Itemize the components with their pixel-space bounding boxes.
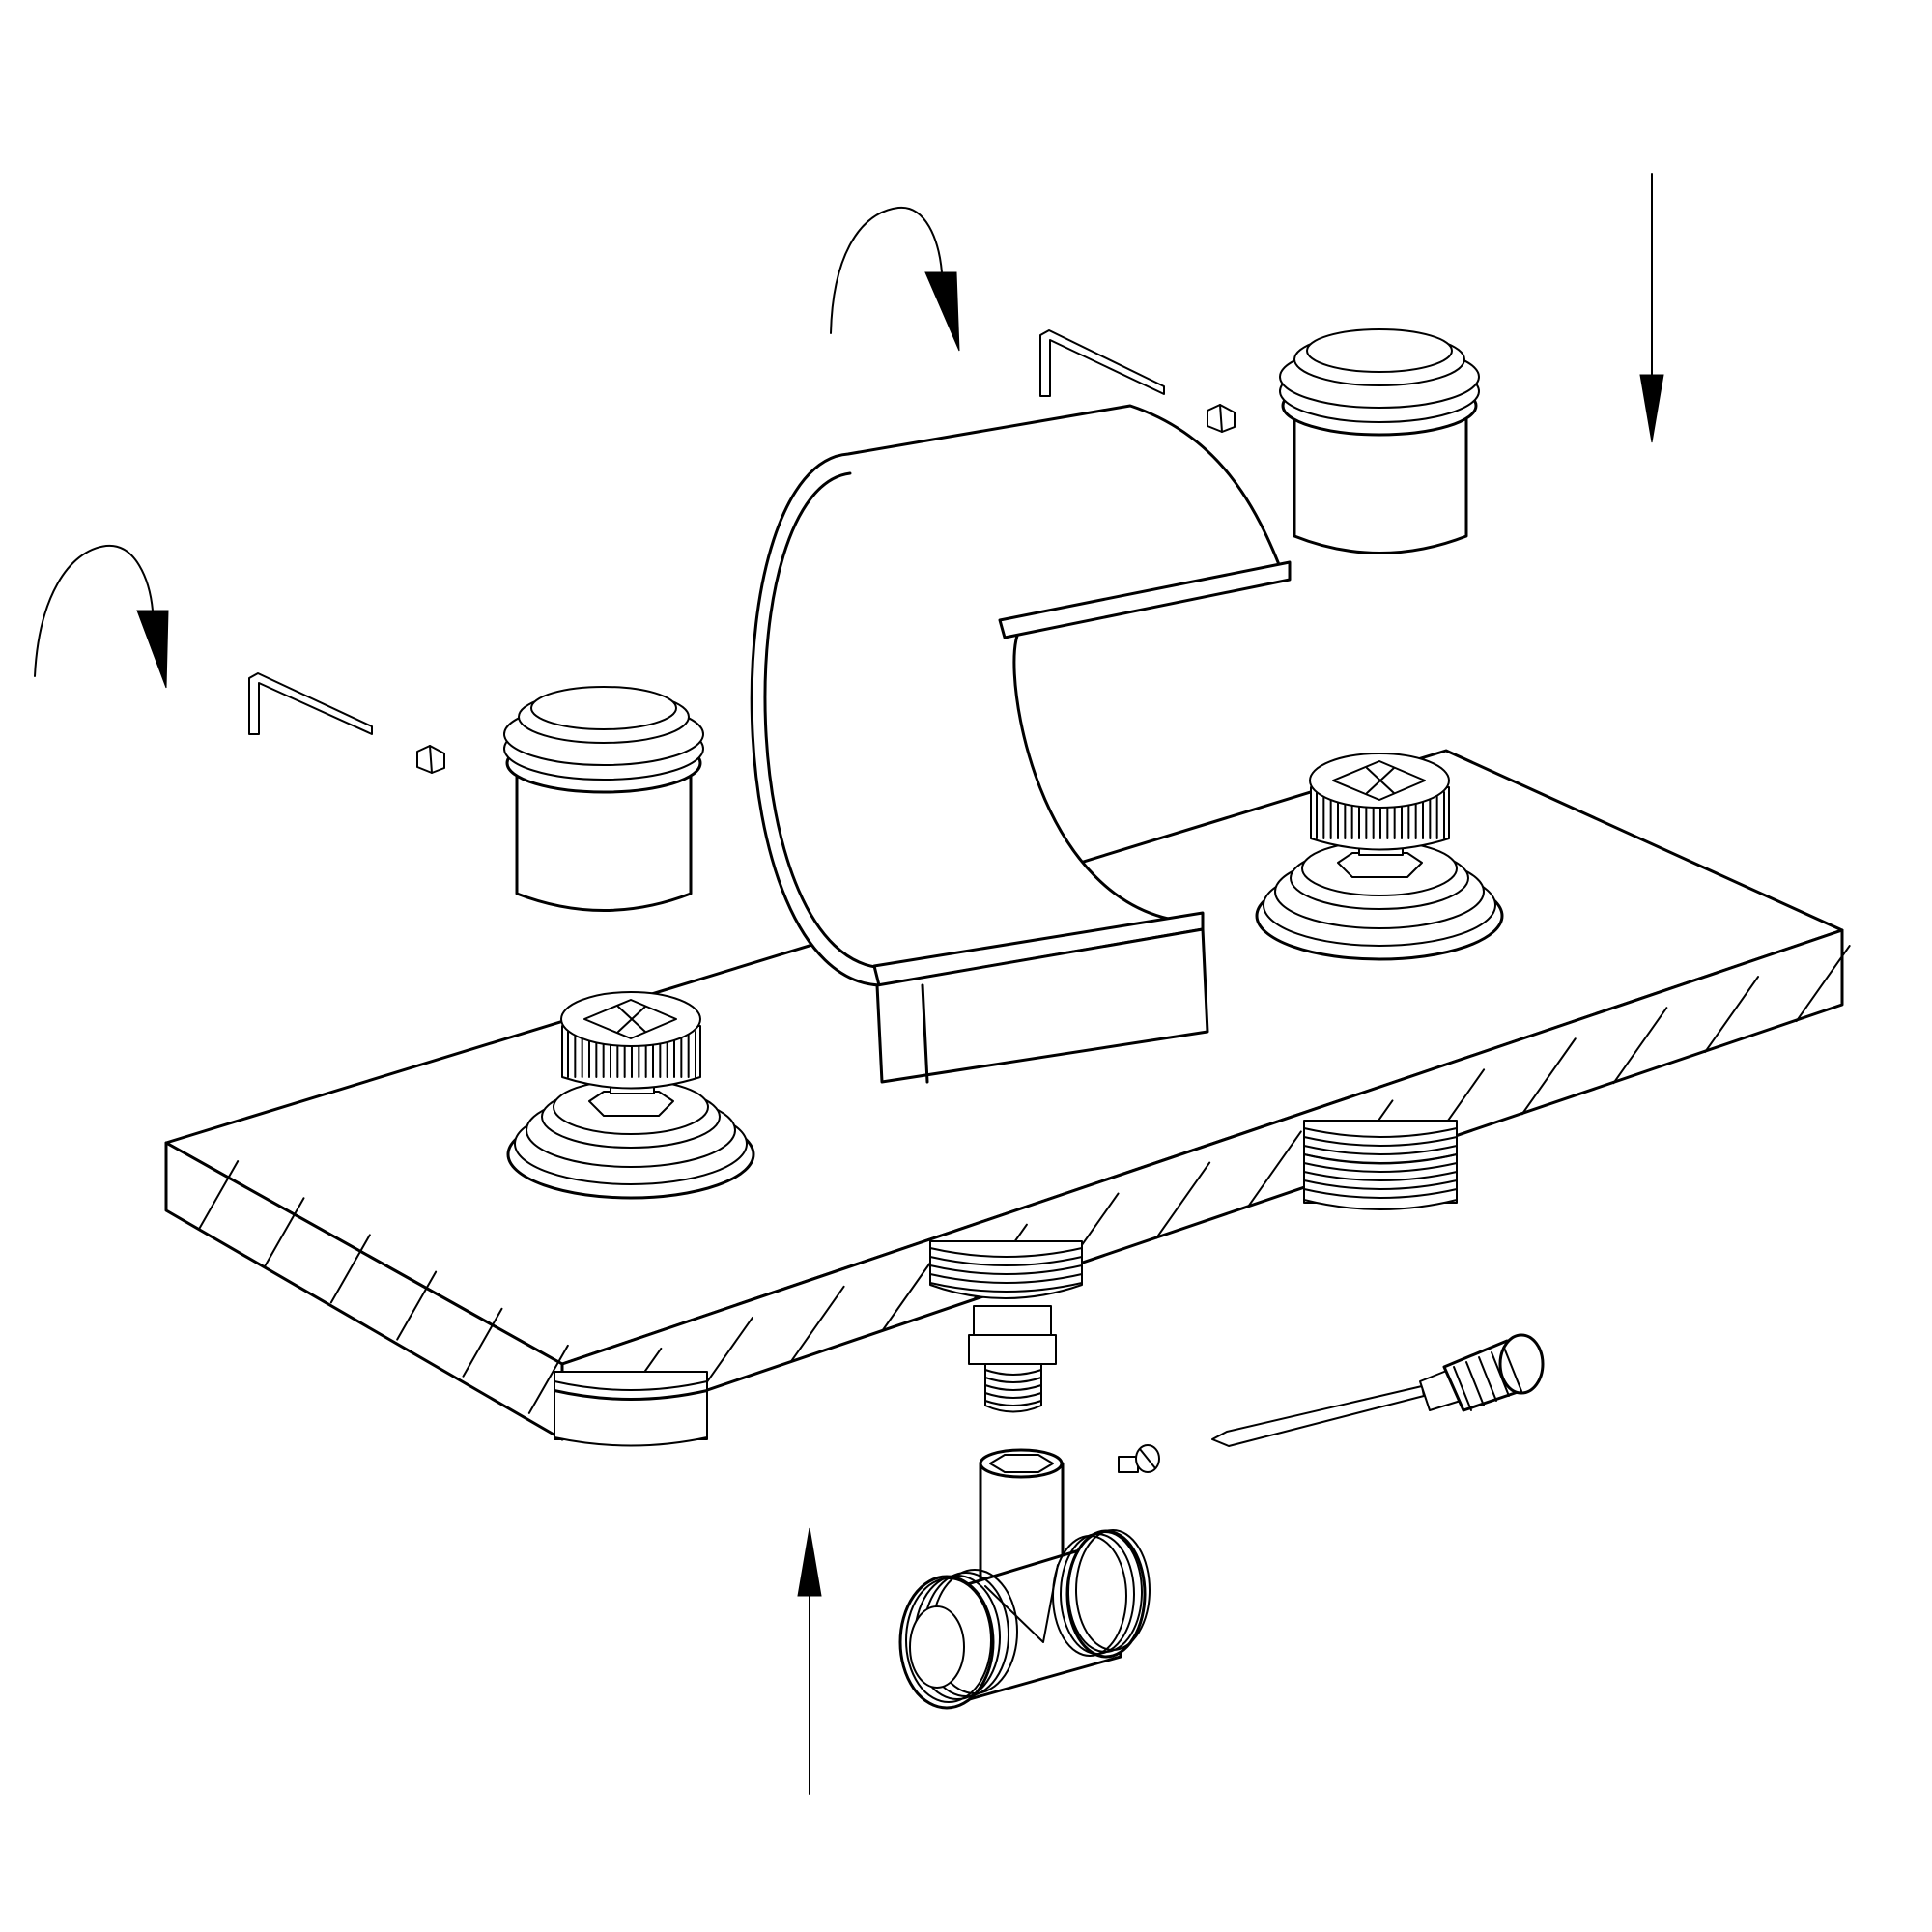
left-allen-key — [248, 672, 373, 735]
waterfall-spout — [750, 404, 1292, 1084]
right-allen-key — [1039, 329, 1165, 397]
left-valve-cartridge — [506, 991, 755, 1200]
up-arrow — [797, 1527, 822, 1795]
rotate-arrow-center — [830, 206, 960, 352]
tee-fitting — [898, 1448, 1151, 1710]
right-valve-cartridge — [1255, 753, 1504, 961]
right-handle-cap — [1279, 328, 1480, 554]
spout-threaded-shank — [929, 1240, 1083, 1413]
right-threaded-shank — [1303, 1120, 1458, 1210]
rotate-arrow-left — [34, 544, 169, 689]
fitting-screw — [1118, 1444, 1160, 1473]
right-set-screw — [1207, 404, 1236, 433]
left-set-screw — [416, 745, 445, 774]
screwdriver — [1211, 1333, 1545, 1447]
left-threaded-shank — [554, 1371, 708, 1447]
left-handle-cap — [503, 686, 704, 912]
down-arrow — [1639, 173, 1664, 443]
